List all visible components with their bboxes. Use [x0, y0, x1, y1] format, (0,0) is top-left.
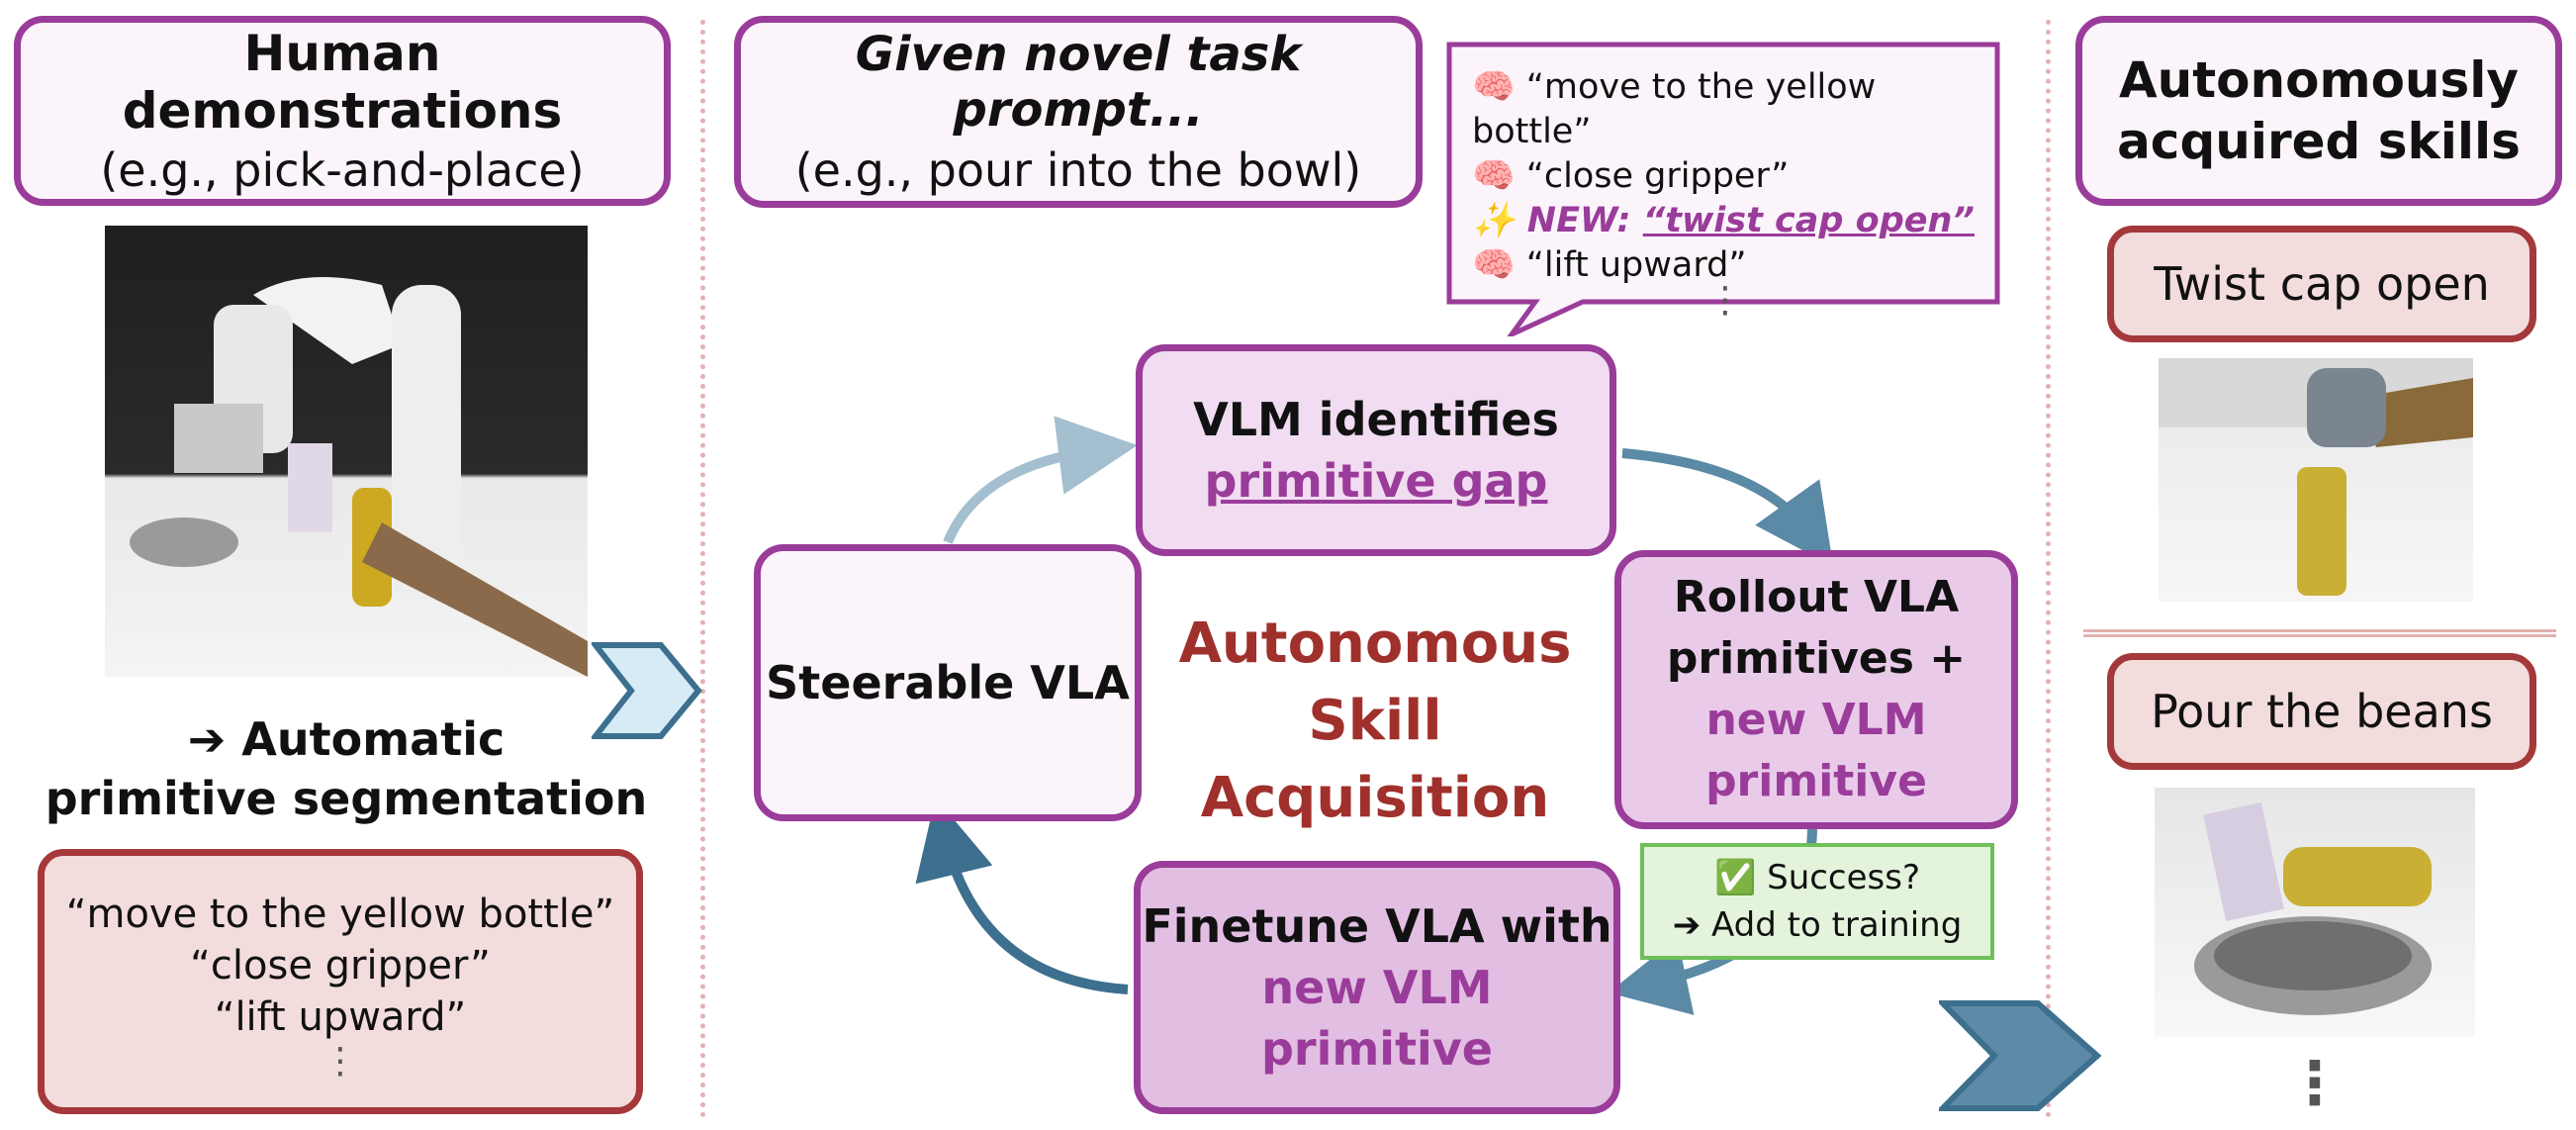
rollout-line3: new VLM	[1705, 695, 1927, 745]
segmentation-line2: primitive segmentation	[45, 772, 648, 825]
arrow-vlm-to-rollout	[1621, 448, 1834, 567]
brain-icon: 🧠	[1472, 245, 1516, 285]
rollout-line2: primitives +	[1666, 633, 1967, 684]
vlm-identifies-box: VLM identifies primitive gap	[1136, 344, 1616, 556]
vlm-line1: VLM identifies	[1193, 393, 1559, 446]
primitive-gap-label: primitive gap	[1204, 454, 1548, 508]
segmentation-label: ➔ Automatic primitive segmentation	[40, 705, 653, 833]
acquired-skills-line1: Autonomously	[2118, 51, 2520, 109]
skill-twist-cap: Twist cap open	[2107, 226, 2536, 342]
bubble-new-line: ✨ NEW: “twist cap open”	[1472, 201, 1975, 240]
bubble-line: 🧠 “move to the yellow bottle”	[1472, 67, 1877, 151]
brain-icon: 🧠	[1472, 156, 1516, 196]
primitive-item: “close gripper”	[190, 943, 491, 989]
new-primitive-value: “twist cap open”	[1642, 201, 1975, 240]
finetune-box: Finetune VLA with new VLM primitive	[1134, 861, 1620, 1114]
steerable-vla-box: Steerable VLA	[754, 544, 1142, 821]
segmentation-line1: ➔ Automatic	[187, 712, 506, 766]
right-chevron-arrow	[1939, 1000, 2102, 1111]
more-ellipsis: ⋮	[322, 1041, 358, 1082]
task-prompt-sub: (e.g., pour into the bowl)	[794, 143, 1362, 197]
bubble-line: 🧠 “close gripper”	[1472, 156, 1790, 196]
speech-bubble-shape	[1446, 42, 2000, 336]
primitive-item: “lift upward”	[214, 994, 467, 1040]
skill2-label: Pour the beans	[2151, 685, 2493, 738]
rollout-line4: primitive	[1705, 756, 1927, 806]
brain-icon: 🧠	[1472, 67, 1516, 107]
success-line2: ➔ Add to training	[1672, 905, 1963, 945]
robot-arm-illustration	[130, 277, 588, 677]
speech-bubble-text: 🧠 “move to the yellow bottle” 🧠 “close g…	[1472, 65, 1986, 319]
arrow-finetune-to-steerable	[915, 798, 1129, 994]
success-box: ✅ Success? ➔ Add to training	[1640, 843, 1994, 960]
robot-demo-photo	[105, 226, 588, 677]
rollout-box: Rollout VLA primitives + new VLM primiti…	[1614, 550, 2018, 829]
primitive-item: “move to the yellow bottle”	[65, 892, 615, 937]
twist-cap-photo	[2159, 358, 2473, 602]
autonomous-skill-acquisition: Autonomous Skill Acquisition	[1167, 598, 1583, 845]
center-line1: Autonomous	[1178, 612, 1572, 676]
bubble-ellipsis: ⋮	[1707, 280, 1743, 321]
finetune-line2: new VLM	[1261, 961, 1493, 1014]
right-separator	[2083, 629, 2556, 637]
task-prompt-box: Given novel task prompt... (e.g., pour i…	[734, 16, 1423, 208]
right-divider	[2046, 20, 2051, 1118]
right-ellipsis: ⋮	[2285, 1049, 2345, 1118]
acquired-skills-line2: acquired skills	[2117, 113, 2521, 170]
arrow-steerable-to-vlm	[943, 416, 1138, 544]
pour-beans-photo	[2155, 788, 2475, 1037]
finetune-line1: Finetune VLA with	[1142, 899, 1612, 953]
human-demonstrations-sub: (e.g., pick-and-place)	[100, 143, 585, 197]
center-line2: Skill	[1308, 689, 1442, 753]
twist-cap-illustration	[2159, 358, 2473, 596]
steerable-vla-label: Steerable VLA	[766, 656, 1130, 709]
skill1-label: Twist cap open	[2154, 257, 2490, 311]
sparkles-icon: ✨	[1472, 201, 1516, 240]
skill-pour-beans: Pour the beans	[2107, 653, 2536, 770]
rollout-line1: Rollout VLA	[1673, 572, 1960, 622]
acquired-skills-box: Autonomously acquired skills	[2075, 16, 2562, 206]
human-demonstrations-title: Human demonstrations	[122, 25, 563, 140]
left-chevron-arrow	[592, 642, 702, 739]
task-prompt-title: Given novel task prompt...	[855, 27, 1302, 138]
bubble-line: 🧠 “lift upward”	[1472, 245, 1747, 285]
finetune-line3: primitive	[1260, 1022, 1494, 1076]
success-line1: ✅ Success?	[1713, 858, 1921, 897]
pour-beans-illustration	[2194, 801, 2432, 1015]
primitives-list-box: “move to the yellow bottle” “close gripp…	[38, 849, 643, 1114]
left-divider	[700, 20, 705, 1118]
human-demonstrations-box: Human demonstrations (e.g., pick-and-pla…	[14, 16, 671, 206]
center-line3: Acquisition	[1200, 766, 1550, 830]
